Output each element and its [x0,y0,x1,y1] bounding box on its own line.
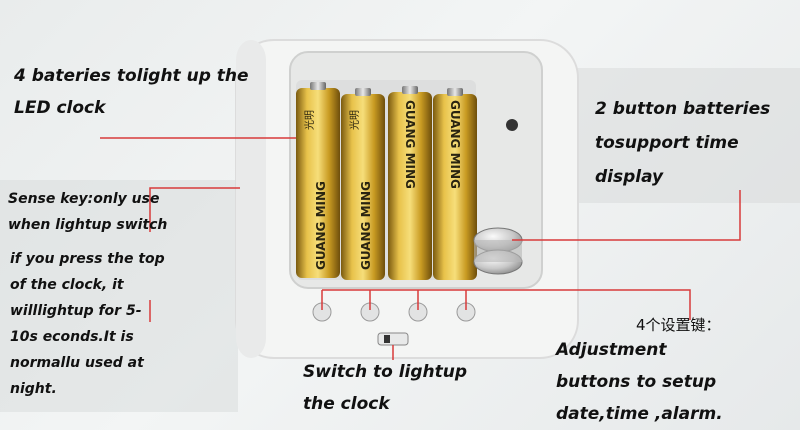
label-leds: 4 bateries tolight up the LED clock [14,66,249,118]
label-sense-key: Sense key:only use when lightup switch [8,191,168,233]
clock-side-shade [236,40,266,358]
battery-brand-2: GUANG MING [359,181,373,270]
aa-battery-4 [433,88,477,280]
label-adjustment: Adjustment buttons to setup date,time ,a… [556,340,723,424]
leader-sense-key [149,187,240,232]
right-caption-panel [575,68,800,203]
battery-brand-cn-1: 光明 [303,110,316,130]
aa-battery-2 [341,88,385,280]
leader-button-batteries [512,190,741,241]
label-switch: Switch to lightup the clock [303,362,468,414]
light-switch [377,332,409,346]
label-settings-cn: 4个设置键： [636,316,721,334]
battery-brand-3: GUANG MING [403,100,417,189]
label-button-batteries: 2 button batteries tosupport time displa… [595,99,771,187]
label-sense-detail: if you press the top of the clock, it wi… [10,251,165,397]
battery-brand-1: GUANG MING [314,181,328,270]
aa-battery-3 [388,86,432,280]
leader-lines [100,137,741,360]
aa-battery-1 [296,82,340,278]
left-caption-panel [0,180,238,412]
sensor-hole [506,119,518,131]
battery-brand-cn-2: 光明 [348,110,361,130]
battery-brand-4: GUANG MING [448,100,462,189]
leader-settings-h [322,289,691,320]
